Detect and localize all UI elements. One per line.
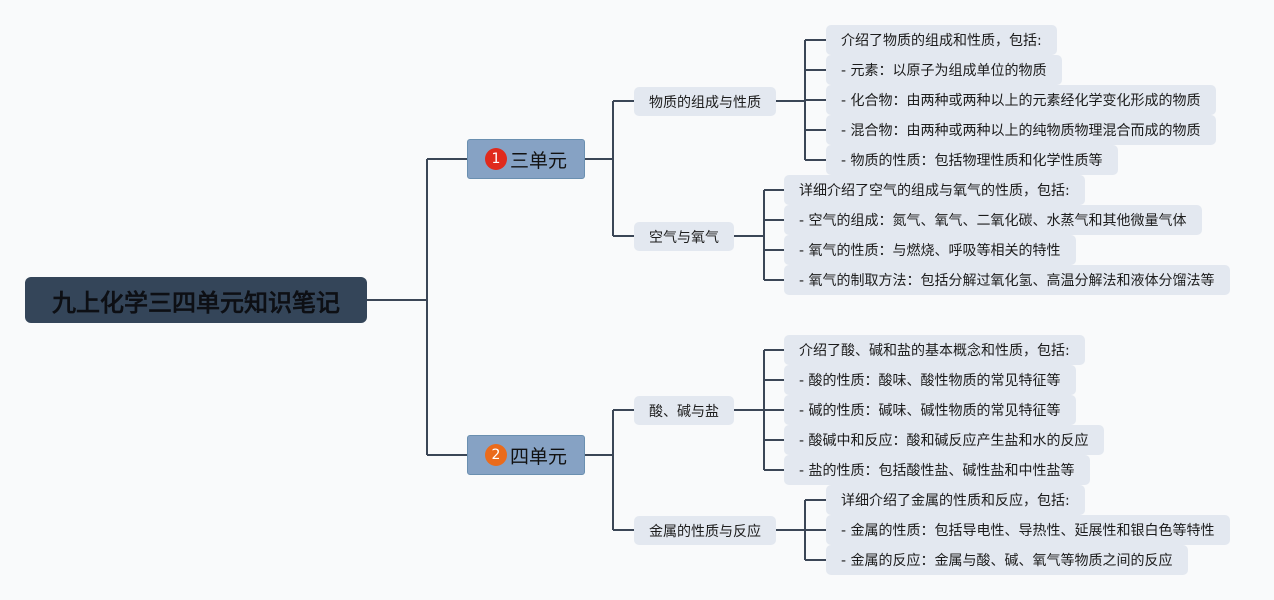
leaf-text: - 金属的反应：金属与酸、碱、氧气等物质之间的反应	[841, 553, 1173, 569]
leaf-node[interactable]: - 酸的性质：酸味、酸性物质的常见特征等	[784, 365, 1076, 395]
leaf-text: - 氧气的性质：与燃烧、呼吸等相关的特性	[799, 243, 1061, 259]
leaf-text: - 混合物：由两种或两种以上的纯物质物理混合而成的物质	[841, 123, 1201, 139]
leaf-node[interactable]: 介绍了酸、碱和盐的基本概念和性质，包括:	[784, 335, 1085, 365]
leaf-node[interactable]: 详细介绍了空气的组成与氧气的性质，包括:	[784, 175, 1085, 205]
leaf-text: - 化合物：由两种或两种以上的元素经化学变化形成的物质	[841, 93, 1201, 109]
leaf-text: - 盐的性质：包括酸性盐、碱性盐和中性盐等	[799, 463, 1075, 479]
leaf-text: - 碱的性质：碱味、碱性物质的常见特征等	[799, 403, 1061, 419]
leaf-node[interactable]: - 空气的组成：氮气、氧气、二氧化碳、水蒸气和其他微量气体	[784, 205, 1202, 235]
topic-node-acid-base-salt[interactable]: 酸、碱与盐	[634, 396, 734, 425]
leaf-node[interactable]: - 混合物：由两种或两种以上的纯物质物理混合而成的物质	[826, 115, 1216, 145]
leaf-text: 介绍了物质的组成和性质，包括:	[841, 33, 1042, 49]
root-label: 九上化学三四单元知识笔记	[52, 288, 340, 317]
leaf-node[interactable]: - 氧气的性质：与燃烧、呼吸等相关的特性	[784, 235, 1076, 265]
unit-node-2[interactable]: 2 四单元	[467, 435, 585, 475]
topic-label: 酸、碱与盐	[649, 403, 719, 420]
leaf-node[interactable]: - 金属的反应：金属与酸、碱、氧气等物质之间的反应	[826, 545, 1188, 575]
leaf-node[interactable]: - 盐的性质：包括酸性盐、碱性盐和中性盐等	[784, 455, 1090, 485]
connector-root-units	[367, 158, 467, 456]
leaf-node[interactable]: - 酸碱中和反应：酸和碱反应产生盐和水的反应	[784, 425, 1104, 455]
leaf-text: - 酸的性质：酸味、酸性物质的常见特征等	[799, 373, 1061, 389]
leaf-text: 详细介绍了金属的性质和反应，包括:	[841, 493, 1070, 509]
topic-node-metals[interactable]: 金属的性质与反应	[634, 516, 776, 545]
number-badge-icon: 1	[484, 148, 507, 170]
leaf-node[interactable]: 详细介绍了金属的性质和反应，包括:	[826, 485, 1085, 515]
leaf-text: - 空气的组成：氮气、氧气、二氧化碳、水蒸气和其他微量气体	[799, 213, 1187, 229]
unit-label: 三单元	[509, 149, 567, 172]
leaf-text: 介绍了酸、碱和盐的基本概念和性质，包括:	[799, 343, 1070, 359]
connector-topic-2-1	[734, 349, 784, 471]
topic-label: 空气与氧气	[649, 229, 719, 246]
leaf-node[interactable]: 介绍了物质的组成和性质，包括:	[826, 25, 1057, 55]
unit-node-1[interactable]: 1 三单元	[467, 139, 585, 179]
topic-label: 金属的性质与反应	[649, 523, 761, 540]
root-node[interactable]: 九上化学三四单元知识笔记	[25, 277, 367, 323]
leaf-text: - 物质的性质：包括物理性质和化学性质等	[841, 153, 1103, 169]
leaf-node[interactable]: - 物质的性质：包括物理性质和化学性质等	[826, 145, 1118, 175]
number-badge-icon: 2	[484, 444, 507, 466]
connector-unit2-topics	[584, 409, 634, 531]
connector-topic-1-2	[734, 189, 784, 281]
leaf-node[interactable]: - 化合物：由两种或两种以上的元素经化学变化形成的物质	[826, 85, 1216, 115]
leaf-node[interactable]: - 碱的性质：碱味、碱性物质的常见特征等	[784, 395, 1076, 425]
leaf-text: - 元素：以原子为组成单位的物质	[841, 63, 1047, 79]
unit-label: 四单元	[509, 445, 567, 468]
leaf-node[interactable]: - 氧气的制取方法：包括分解过氧化氢、高温分解法和液体分馏法等	[784, 265, 1230, 295]
leaf-text: - 酸碱中和反应：酸和碱反应产生盐和水的反应	[799, 433, 1089, 449]
topic-node-air-oxygen[interactable]: 空气与氧气	[634, 222, 734, 251]
connector-topic-2-2	[776, 499, 826, 561]
leaf-node[interactable]: - 元素：以原子为组成单位的物质	[826, 55, 1062, 85]
topic-node-matter[interactable]: 物质的组成与性质	[634, 87, 776, 116]
leaf-text: 详细介绍了空气的组成与氧气的性质，包括:	[799, 183, 1070, 199]
leaf-text: - 氧气的制取方法：包括分解过氧化氢、高温分解法和液体分馏法等	[799, 273, 1215, 289]
leaf-text: - 金属的性质：包括导电性、导热性、延展性和银白色等特性	[841, 523, 1215, 539]
connector-topic-1-1	[776, 39, 826, 161]
connector-unit1-topics	[584, 100, 634, 237]
leaf-node[interactable]: - 金属的性质：包括导电性、导热性、延展性和银白色等特性	[826, 515, 1230, 545]
topic-label: 物质的组成与性质	[649, 94, 761, 111]
